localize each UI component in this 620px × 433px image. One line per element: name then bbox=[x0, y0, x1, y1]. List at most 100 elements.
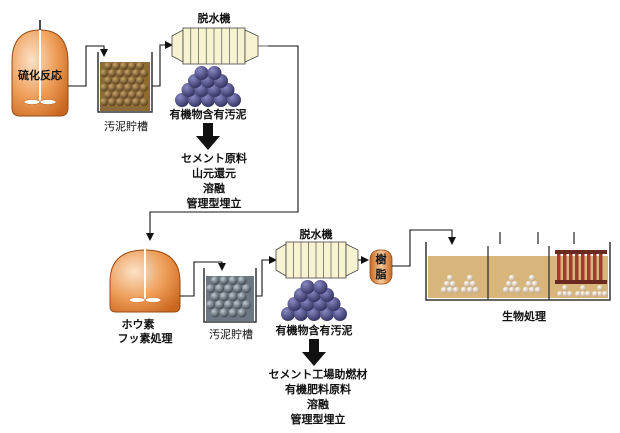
membrane-element bbox=[575, 252, 579, 282]
biomass-carrier bbox=[446, 286, 454, 294]
sludge-particle bbox=[210, 292, 220, 302]
sludge-particle bbox=[233, 284, 242, 294]
sludge-particle bbox=[219, 276, 229, 285]
sludge-particle bbox=[140, 98, 148, 106]
sludge-particle bbox=[242, 284, 251, 294]
sludge-cake-lump bbox=[194, 66, 209, 80]
biomass-carrier bbox=[557, 291, 563, 297]
biomass-carrier bbox=[531, 280, 539, 288]
biomass-carrier bbox=[562, 285, 568, 291]
sludge-particle bbox=[228, 308, 238, 318]
sludge-cake-lump bbox=[281, 307, 295, 321]
sludge-particle bbox=[219, 292, 229, 302]
resin-label: 脂 bbox=[375, 267, 387, 281]
membrane-element bbox=[569, 252, 573, 282]
dewatering-machine: 脱水機 bbox=[171, 11, 268, 65]
sludge-cake-lump bbox=[188, 93, 202, 107]
sludge-particle bbox=[124, 98, 132, 106]
membrane-element bbox=[563, 252, 567, 282]
biomass-carrier bbox=[580, 291, 586, 297]
use-item: 管理型埋立 bbox=[291, 412, 346, 426]
flow-line bbox=[180, 261, 226, 297]
sludge-particle bbox=[206, 284, 215, 294]
sludge-particle bbox=[108, 98, 116, 106]
biomass-carrier bbox=[508, 286, 516, 294]
sludge-particle bbox=[108, 69, 116, 78]
membrane-element bbox=[557, 252, 561, 282]
sludge-particle bbox=[206, 300, 215, 310]
use-item: 溶融 bbox=[307, 397, 329, 411]
sludge-tank: 汚泥貯槽 bbox=[203, 268, 257, 341]
flow-line bbox=[68, 45, 108, 87]
biomass-carrier bbox=[449, 280, 457, 288]
use-item: 有機肥料原料 bbox=[285, 382, 351, 396]
biomass-carrier bbox=[525, 280, 533, 288]
sludge-particle bbox=[242, 300, 251, 310]
membrane-element bbox=[593, 252, 597, 282]
sludge-particle bbox=[120, 62, 128, 70]
sludge-particle bbox=[224, 284, 233, 294]
biomass-carrier bbox=[463, 280, 471, 288]
sludge-particle bbox=[116, 98, 124, 106]
sludge-particle bbox=[128, 90, 136, 99]
biomass-carrier bbox=[502, 286, 510, 294]
sludge-particle bbox=[128, 76, 136, 85]
sludge-particle bbox=[210, 276, 220, 285]
sludge-particle bbox=[112, 90, 120, 99]
sludge-particle bbox=[224, 300, 233, 310]
sludge-particle bbox=[104, 76, 112, 85]
sludge-particle bbox=[228, 276, 238, 285]
biomass-carrier bbox=[469, 280, 477, 288]
sludge-particle bbox=[124, 83, 132, 92]
use-item: 山元還元 bbox=[192, 166, 236, 180]
membrane-element bbox=[581, 252, 585, 282]
biomass-carrier bbox=[508, 274, 516, 282]
resin-label: 樹 bbox=[376, 252, 387, 266]
biomass-carrier bbox=[460, 286, 468, 294]
sludge-particle bbox=[116, 69, 124, 78]
fluorine-treatment-label: フッ素処理 bbox=[118, 331, 173, 345]
sludge-particle bbox=[210, 308, 220, 318]
sludge-particle bbox=[237, 276, 247, 285]
biomass-carrier bbox=[580, 285, 586, 291]
biomass-carrier bbox=[446, 274, 454, 282]
biomass-carrier bbox=[452, 286, 460, 294]
sludge-tank-label: 汚泥貯槽 bbox=[104, 120, 148, 133]
flow-line bbox=[256, 256, 277, 297]
sludge-particle bbox=[233, 300, 242, 310]
sludge-particle bbox=[136, 76, 144, 85]
membrane-frame bbox=[555, 280, 607, 284]
biomass-carrier bbox=[567, 291, 573, 297]
sludge-particle bbox=[140, 69, 148, 78]
sludge-cake-lump bbox=[175, 93, 189, 107]
sludge-particle bbox=[120, 76, 128, 85]
biomass-carrier bbox=[562, 291, 568, 297]
sludge-cake-lump bbox=[333, 307, 347, 321]
biological-treatment-label: 生物処理 bbox=[502, 309, 546, 323]
biomass-carrier bbox=[466, 286, 474, 294]
biomass-carrier bbox=[472, 286, 480, 294]
membrane-frame bbox=[555, 250, 607, 254]
biomass-carrier bbox=[575, 291, 581, 297]
sulfide-reactor-label: 硫化反応 bbox=[18, 68, 62, 82]
sludge-cake-lump bbox=[307, 307, 321, 321]
biomass-carrier bbox=[528, 274, 536, 282]
cake-label: 有機物含有汚泥 bbox=[170, 107, 247, 121]
biomass-carrier bbox=[534, 286, 542, 294]
dewatering-label: 脱水機 bbox=[198, 11, 231, 25]
sludge-particle bbox=[132, 69, 140, 78]
sludge-particle bbox=[237, 308, 247, 318]
sludge-particle bbox=[132, 83, 140, 92]
sludge-particle bbox=[100, 83, 108, 92]
sludge-particle bbox=[120, 90, 128, 99]
sludge-cake-lump bbox=[214, 93, 228, 107]
sludge-particle bbox=[128, 62, 136, 70]
sludge-particle bbox=[104, 62, 112, 70]
down-arrow bbox=[302, 339, 326, 366]
down-arrow bbox=[196, 123, 220, 150]
sludge-particle bbox=[215, 300, 224, 310]
sludge-cake-lump bbox=[201, 93, 215, 107]
sludge-particle bbox=[136, 90, 144, 99]
biomass-carrier bbox=[597, 291, 603, 297]
